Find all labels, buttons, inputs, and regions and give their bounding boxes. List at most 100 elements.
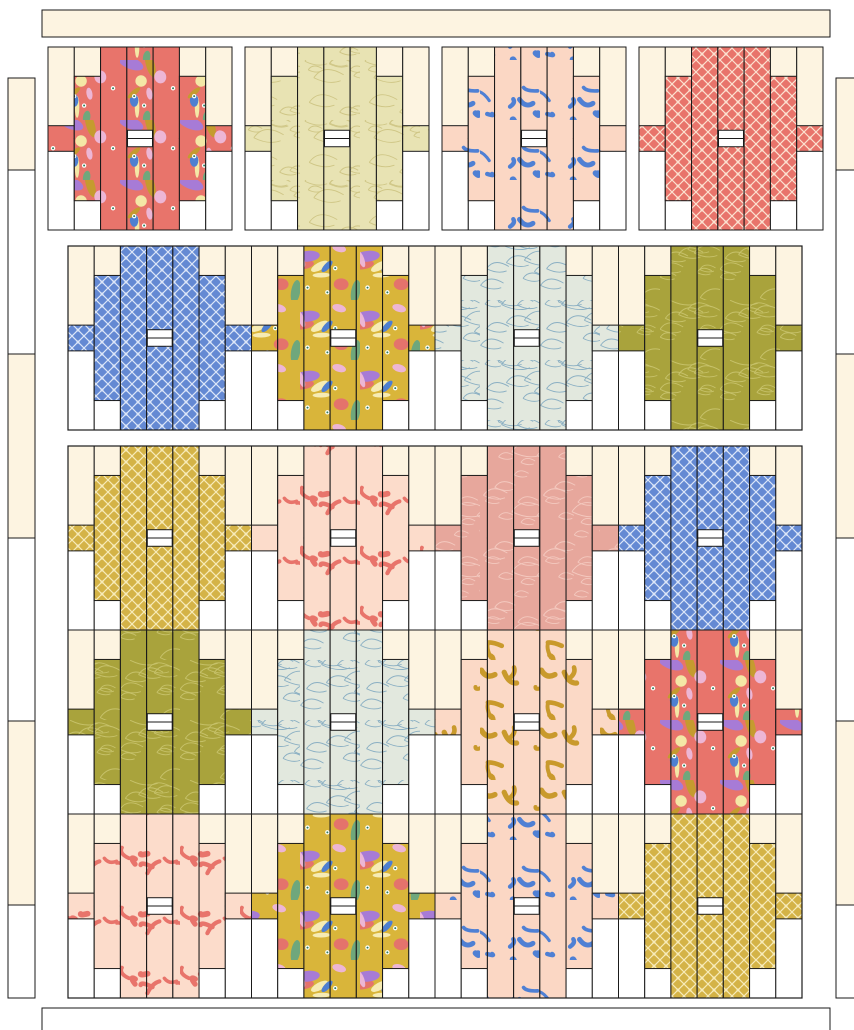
background-strip bbox=[592, 446, 618, 538]
fabric-strip bbox=[225, 709, 251, 735]
background-strip bbox=[245, 47, 271, 139]
top-border bbox=[42, 10, 830, 37]
block-row3-4 bbox=[619, 446, 803, 630]
fabric-strip bbox=[409, 893, 435, 919]
block-row5-1 bbox=[68, 814, 252, 998]
center-window bbox=[698, 330, 723, 338]
background-strip bbox=[252, 446, 278, 538]
background-strip bbox=[409, 446, 435, 538]
fabric-strip bbox=[619, 893, 645, 919]
fabric-strip bbox=[435, 525, 461, 551]
background-strip bbox=[225, 906, 251, 998]
background-strip bbox=[68, 538, 94, 630]
fabric-strip bbox=[435, 325, 461, 351]
fabric-strip bbox=[495, 47, 521, 230]
fabric-strip bbox=[442, 126, 468, 152]
block-row1-4 bbox=[639, 47, 823, 230]
center-window bbox=[128, 130, 153, 138]
fabric-strip bbox=[383, 475, 409, 600]
fabric-strip bbox=[723, 246, 749, 430]
background-strip bbox=[435, 538, 461, 630]
fabric-strip bbox=[645, 843, 671, 968]
fabric-strip bbox=[356, 246, 382, 430]
fabric-strip bbox=[94, 843, 120, 968]
center-window bbox=[522, 130, 547, 138]
fabric-strip bbox=[409, 709, 435, 735]
background-strip bbox=[225, 246, 251, 338]
fabric-strip bbox=[797, 126, 823, 152]
fabric-strip bbox=[461, 659, 487, 784]
fabric-strip bbox=[566, 843, 592, 968]
fabric-strip bbox=[619, 325, 645, 351]
right-border-segment bbox=[836, 905, 854, 998]
fabric-strip bbox=[350, 47, 376, 230]
center-window bbox=[147, 722, 172, 730]
block-row1-1 bbox=[48, 47, 232, 230]
fabric-strip bbox=[94, 275, 120, 400]
fabric-strip bbox=[173, 446, 199, 630]
background-strip bbox=[435, 630, 461, 722]
center-window bbox=[698, 906, 723, 914]
fabric-strip bbox=[252, 709, 278, 735]
background-strip bbox=[442, 139, 468, 231]
fabric-strip bbox=[487, 246, 513, 430]
fabric-strip bbox=[383, 275, 409, 400]
center-window bbox=[331, 906, 356, 914]
center-window bbox=[331, 714, 356, 722]
center-window bbox=[128, 139, 153, 147]
fabric-strip bbox=[770, 76, 796, 200]
background-strip bbox=[592, 814, 618, 906]
center-window bbox=[514, 538, 539, 546]
block-row4-1 bbox=[68, 630, 252, 814]
fabric-strip bbox=[376, 76, 402, 200]
fabric-strip bbox=[639, 126, 665, 152]
block-row5-2 bbox=[252, 814, 436, 998]
background-strip bbox=[592, 630, 618, 722]
center-window bbox=[147, 906, 172, 914]
fabric-strip bbox=[245, 126, 271, 152]
fabric-strip bbox=[120, 814, 146, 998]
left-border-segment bbox=[8, 721, 35, 905]
fabric-strip bbox=[409, 325, 435, 351]
background-strip bbox=[619, 906, 645, 998]
background-strip bbox=[776, 722, 802, 814]
background-strip bbox=[48, 139, 74, 231]
center-window bbox=[698, 898, 723, 906]
background-strip bbox=[435, 906, 461, 998]
background-strip bbox=[776, 906, 802, 998]
background-strip bbox=[592, 246, 618, 338]
fabric-strip bbox=[101, 47, 127, 230]
fabric-strip bbox=[566, 275, 592, 400]
block-row2-4 bbox=[619, 246, 803, 430]
background-strip bbox=[442, 47, 468, 139]
background-strip bbox=[619, 338, 645, 430]
fabric-strip bbox=[600, 126, 626, 152]
fabric-strip bbox=[409, 525, 435, 551]
background-strip bbox=[639, 139, 665, 231]
center-window bbox=[719, 130, 744, 138]
fabric-strip bbox=[487, 814, 513, 998]
fabric-strip bbox=[468, 76, 494, 200]
fabric-strip bbox=[252, 325, 278, 351]
background-strip bbox=[225, 338, 251, 430]
fabric-strip bbox=[776, 525, 802, 551]
background-strip bbox=[619, 630, 645, 722]
fabric-strip bbox=[435, 709, 461, 735]
background-strip bbox=[68, 246, 94, 338]
center-window bbox=[147, 538, 172, 546]
fabric-strip bbox=[403, 126, 429, 152]
fabric-strip bbox=[252, 525, 278, 551]
background-strip bbox=[776, 338, 802, 430]
fabric-strip bbox=[278, 843, 304, 968]
center-window bbox=[147, 338, 172, 346]
fabric-strip bbox=[48, 126, 74, 152]
center-window bbox=[331, 538, 356, 546]
fabric-strip bbox=[692, 47, 718, 230]
background-strip bbox=[225, 446, 251, 538]
background-strip bbox=[252, 538, 278, 630]
fabric-strip bbox=[304, 814, 330, 998]
fabric-strip bbox=[592, 893, 618, 919]
background-strip bbox=[619, 246, 645, 338]
fabric-strip bbox=[750, 659, 776, 784]
